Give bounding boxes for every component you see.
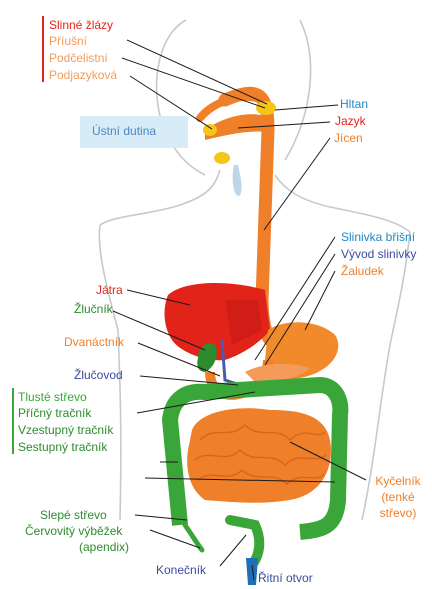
tongue-label: Jazyk <box>335 114 366 129</box>
large-intestine-label: Tlusté střevo <box>18 390 87 405</box>
appendix-label: Červovitý výběžek <box>25 524 122 539</box>
submandibular-label: Podčelistní <box>49 51 108 66</box>
pharynx-label: Hltan <box>340 97 368 112</box>
transverse-colon-label: Příčný tračník <box>18 406 91 421</box>
appendix-shape <box>185 525 202 550</box>
sublingual-label: Podjazyková <box>49 68 117 83</box>
pancreas-label: Slinivka břišní <box>341 230 415 245</box>
salivary-glands-bar <box>42 16 44 82</box>
bile-duct-label: Žlučovod <box>74 368 123 383</box>
oral-cavity-label: Ústní dutina <box>92 124 156 139</box>
salivary-glands-label: Slinné žlázy <box>49 18 113 33</box>
submandibular-gland <box>203 124 217 136</box>
parotid-label: Příušní <box>49 34 87 49</box>
appendix-label-2: (apendix) <box>79 540 129 555</box>
anus-shape <box>246 558 258 585</box>
small-intestine-label-2: střevo) <box>366 506 430 521</box>
rectum-label: Konečník <box>156 563 206 578</box>
liver-label: Játra <box>96 283 123 298</box>
stomach-label: Žaludek <box>341 264 384 279</box>
cecum-label: Slepé střevo <box>40 508 107 523</box>
small-intestine-label: (tenké <box>366 490 430 505</box>
duodenum-label: Dvanáctník <box>64 335 124 350</box>
gallbladder-label: Žlučník <box>74 302 113 317</box>
ileum-label: Kyčelník <box>366 474 430 489</box>
sublingual-gland <box>214 152 230 164</box>
uvula-shape <box>233 165 242 196</box>
esophagus-label: Jícen <box>334 131 363 146</box>
pancreatic-duct-label: Vývod slinivky <box>341 247 416 262</box>
ascending-colon-label: Vzestupný tračník <box>18 423 113 438</box>
descending-colon-label: Sestupný tračník <box>18 440 107 455</box>
large-intestine-bar <box>12 388 14 454</box>
anus-label: Řitní otvor <box>258 571 313 586</box>
